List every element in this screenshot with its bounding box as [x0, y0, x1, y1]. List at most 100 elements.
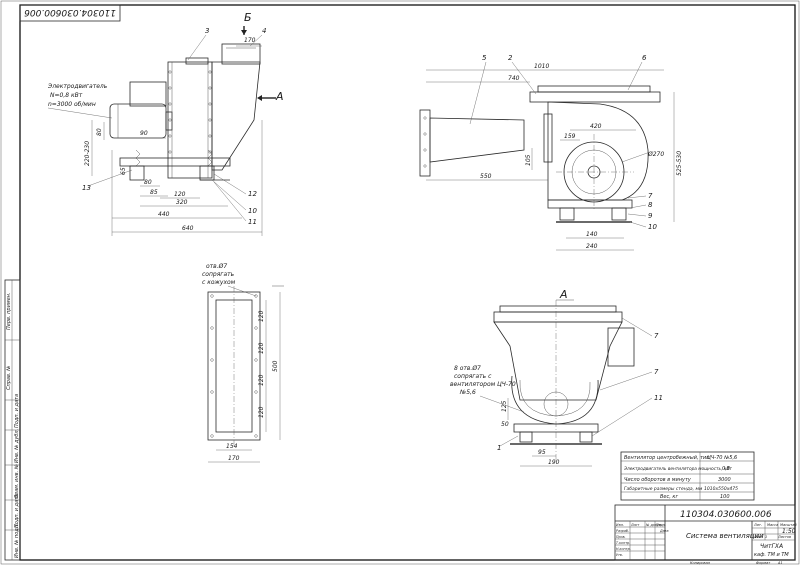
dim-label: 1010 — [534, 63, 549, 70]
callout: 6 — [642, 54, 647, 62]
spec-value: 100 — [720, 494, 730, 500]
view-a-cover — [493, 311, 623, 323]
title-block: 110304.030600.006 Система вентиляции Лит… — [614, 504, 797, 565]
dim-label: 440 — [158, 211, 170, 218]
dim-label: 120 — [258, 342, 265, 354]
strip-label: Подп. и дата — [14, 494, 20, 528]
view-a-hopper — [493, 321, 623, 401]
fan-note: вентилятором ЦЧ-70 — [450, 381, 516, 388]
dim-label: 95 — [538, 449, 546, 456]
flange-view: 120 120 120 120 500 154 170 отв.Ø7 сопря… — [202, 263, 284, 463]
top-cover — [529, 91, 661, 103]
title-row-label: № докум. — [645, 523, 662, 527]
title-row-label: Т.контр. — [616, 541, 630, 545]
title-sheet-label: Лист — [753, 535, 764, 539]
spec-value: 0,8 — [722, 466, 730, 472]
title-scale: 1:50 — [782, 528, 796, 535]
dim-label: 154 — [226, 443, 238, 450]
callout: 7 — [648, 192, 653, 200]
view-a-motor — [607, 327, 635, 367]
strip-label: Взам. инв. № — [14, 464, 20, 498]
title-row-label: Разраб. — [616, 529, 629, 533]
outlet-duct — [211, 61, 261, 171]
title-name: Система вентиляции — [686, 532, 764, 540]
inlet-duct — [429, 117, 525, 163]
spec-param: Вентилятор центробежный, тип — [624, 455, 710, 461]
scroll-housing — [547, 101, 649, 201]
left-strip: Перв. примен. Справ. № Подп. и дата Инв.… — [4, 279, 21, 561]
dim-label: 105 — [525, 154, 532, 166]
dim-label: 550 — [480, 173, 492, 180]
title-sheets-label: Листов — [777, 535, 791, 539]
title-row-label: Дата — [659, 529, 669, 533]
spec-value: 1010х550х475 — [704, 486, 738, 492]
view-marker-a: А — [559, 288, 568, 301]
format-label: Формат — [756, 561, 771, 565]
callout: 3 — [205, 27, 209, 35]
callout: 8 — [648, 201, 653, 209]
spec-param: Вес, кг — [660, 494, 678, 500]
callout: 9 — [648, 212, 653, 220]
fan-housing — [167, 61, 213, 179]
title-header: Масса — [767, 523, 778, 527]
flange-note: сопрягать — [202, 271, 235, 278]
dim-label: 525-530 — [676, 151, 683, 176]
callout: 10 — [648, 223, 657, 231]
format-value: А1 — [777, 561, 783, 565]
title-designation: 110304.030600.006 — [680, 510, 772, 520]
dim-label: 80 — [96, 128, 103, 136]
copied-label: Копировал — [690, 561, 711, 565]
dim-label: 640 — [182, 225, 194, 232]
title-header: Масштаб — [780, 523, 797, 527]
title-org: каф. ТМ и ТМ — [754, 552, 789, 558]
dim-label: 50 — [501, 421, 509, 428]
callout: 7 — [654, 368, 659, 376]
title-row-label: Лист — [630, 523, 639, 527]
callout: 5 — [482, 54, 487, 62]
dim-label: 125 — [501, 400, 508, 412]
spec-param: Число оборотов в минуту — [624, 477, 692, 483]
callout: 4 — [262, 27, 266, 35]
flange-note: с кожухом — [202, 279, 236, 286]
flange-note: отв.Ø7 — [206, 263, 227, 270]
title-row-label: Утв. — [616, 553, 623, 557]
dim-label: 500 — [272, 360, 279, 372]
spec-param: Электродвигатель вентилятора мощность, к… — [623, 466, 732, 472]
dim-label: 190 — [548, 459, 560, 466]
callout: 13 — [82, 184, 91, 192]
fan-note: 8 отв.Ø7 — [454, 365, 481, 372]
top-drawing-number: 110304.030600.006 — [24, 7, 116, 17]
callout: 10 — [248, 207, 257, 215]
inlet-flange — [419, 109, 431, 177]
dim-label: 420 — [590, 123, 602, 130]
dim-label: 65 — [120, 167, 127, 175]
title-row-label: Пров. — [616, 535, 626, 539]
title-row-label: Подп. — [656, 523, 666, 527]
callout: 7 — [654, 332, 659, 340]
spec-value: ЦЧ-70 №5,6 — [707, 455, 737, 461]
dim-label: 120 — [258, 310, 265, 322]
motor-terminal-box — [129, 81, 167, 107]
callout: 11 — [654, 394, 663, 402]
strip-label: Инв. № подл. — [14, 524, 20, 559]
dim-label: 320 — [176, 199, 188, 206]
fan-note: сопрягать с — [454, 373, 492, 380]
title-row-label: Н.контр. — [616, 547, 631, 551]
title-org: ЧитГХА — [760, 543, 783, 550]
dim-label: 120 — [258, 374, 265, 386]
dim-label: 220-230 — [84, 141, 91, 166]
strip-label: Перв. примен. — [6, 292, 12, 330]
dim-label: 80 — [144, 179, 152, 186]
dim-label: 170 — [244, 37, 256, 44]
dim-label: 740 — [508, 75, 520, 82]
dim-label: 120 — [174, 191, 186, 198]
strip-label: Справ. № — [6, 366, 12, 390]
title-header: Лит. — [753, 523, 762, 527]
section-marker-a: А — [275, 90, 284, 103]
dim-label: 159 — [564, 133, 576, 140]
spec-table: Вентилятор центробежный, тип ЦЧ-70 №5,6 … — [620, 451, 755, 501]
base-frame — [119, 157, 231, 167]
top-number-box: 110304.030600.006 — [19, 4, 121, 22]
